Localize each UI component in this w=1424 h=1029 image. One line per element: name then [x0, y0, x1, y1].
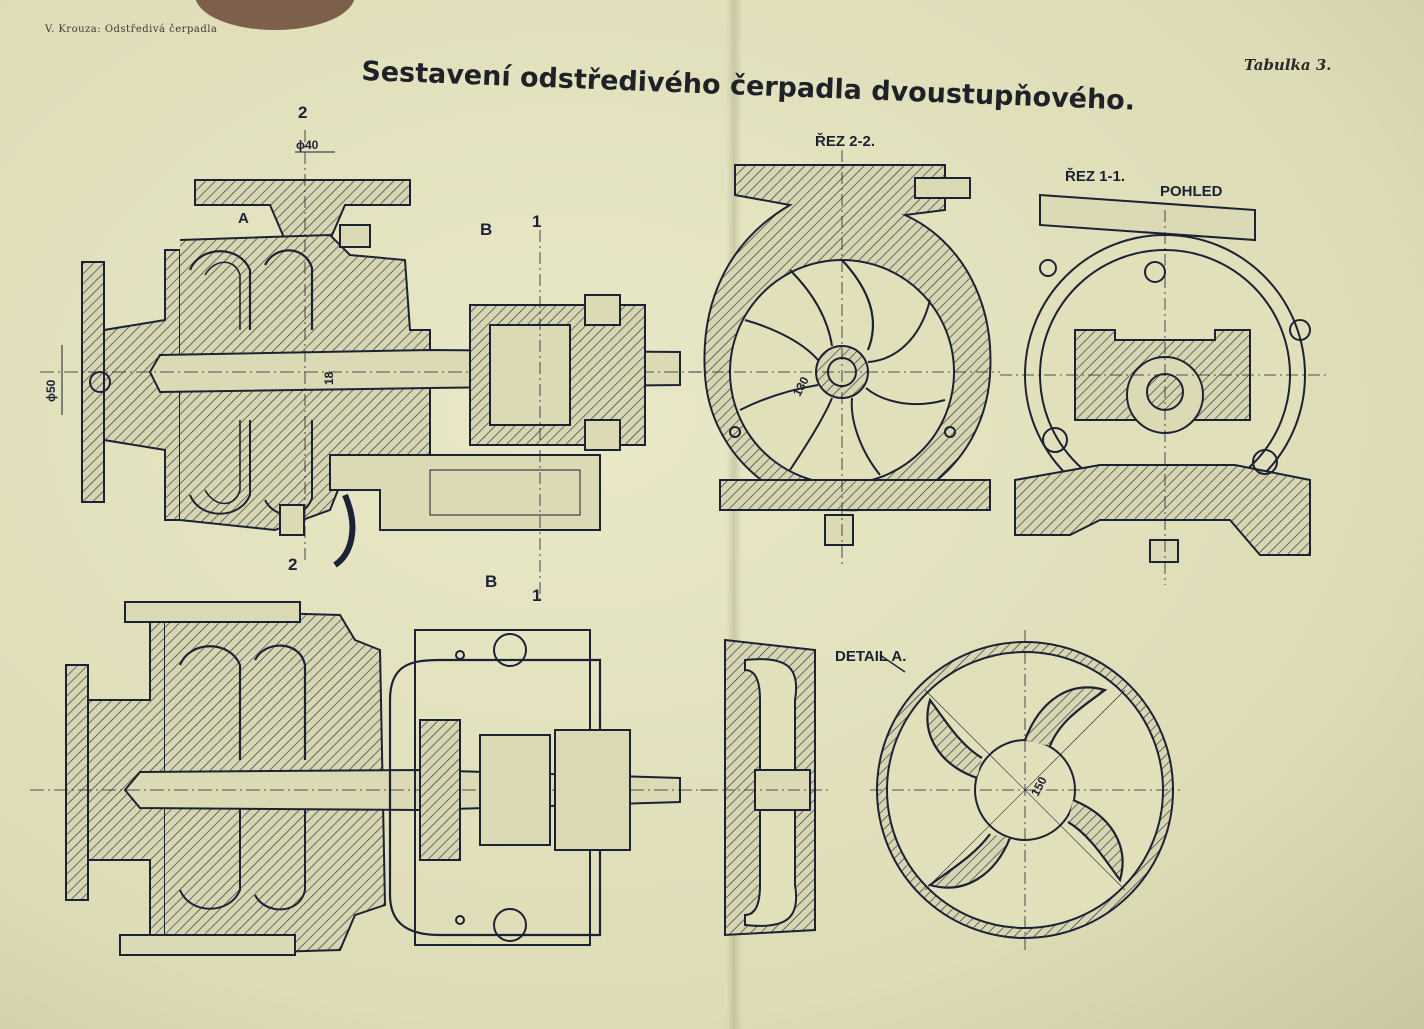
dimension-18: 18 — [322, 371, 336, 385]
section-2-2-volute — [690, 150, 1000, 565]
mark-b-bottom: B — [485, 572, 498, 591]
pump-base — [329, 454, 601, 531]
table-label: Tabulka 3. — [1244, 56, 1332, 74]
mark-1-top: 1 — [532, 212, 542, 231]
section-1-1-label: ŘEZ 1-1. — [1065, 168, 1126, 185]
discharge-flange — [194, 179, 411, 241]
dimension-phi50: ϕ50 — [44, 379, 58, 402]
section-mark-2-top: 2 — [298, 103, 308, 122]
section-mark-2-bottom: 2 — [288, 555, 298, 574]
longitudinal-section — [40, 130, 700, 600]
plan-suction-flange — [65, 664, 89, 901]
detail-a-side — [700, 638, 830, 937]
mark-b-top: B — [480, 220, 493, 239]
bearing-foot — [1014, 464, 1311, 556]
bolt-top — [339, 224, 371, 248]
view-label: POHLED — [1160, 183, 1223, 200]
bolt-bottom — [279, 504, 305, 536]
suction-flange — [81, 261, 105, 503]
section-2-2-label: ŘEZ 2-2. — [815, 133, 876, 150]
mark-1-bottom: 1 — [532, 586, 542, 605]
running-head: V. Krouza: Odstředivá čerpadla — [45, 24, 218, 35]
mark-a: A — [238, 210, 249, 227]
section-1-1-view — [1000, 193, 1330, 585]
detail-a-label: DETAIL A. — [835, 648, 907, 665]
dimension-phi40: ϕ40 — [296, 138, 319, 152]
detail-a-impeller — [870, 630, 1180, 950]
plan-view — [30, 601, 720, 956]
